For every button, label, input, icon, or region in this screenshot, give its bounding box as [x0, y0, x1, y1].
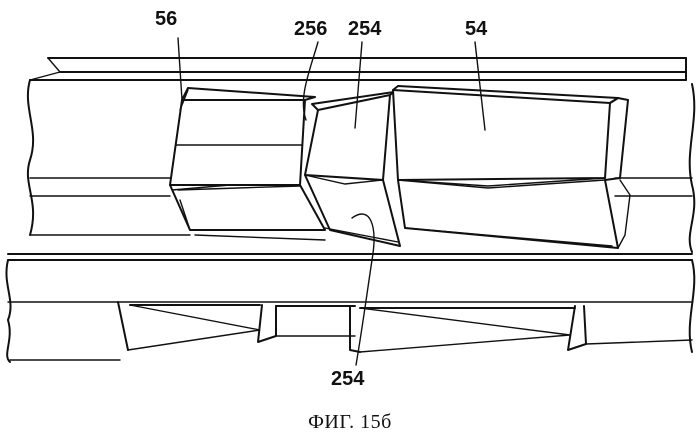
ref-label-256: 256	[294, 18, 327, 40]
ref-label-54: 54	[465, 18, 488, 40]
lower-teeth-row	[118, 302, 692, 352]
ref-label-56: 56	[155, 8, 177, 30]
block-56	[170, 88, 325, 240]
figure-caption: ФИГ. 15б	[308, 411, 392, 433]
block-254	[305, 92, 400, 246]
block-54	[393, 86, 630, 248]
ref-label-254-bottom: 254	[331, 368, 365, 390]
ref-label-254-top: 254	[348, 18, 382, 40]
leader-lines	[178, 38, 485, 365]
